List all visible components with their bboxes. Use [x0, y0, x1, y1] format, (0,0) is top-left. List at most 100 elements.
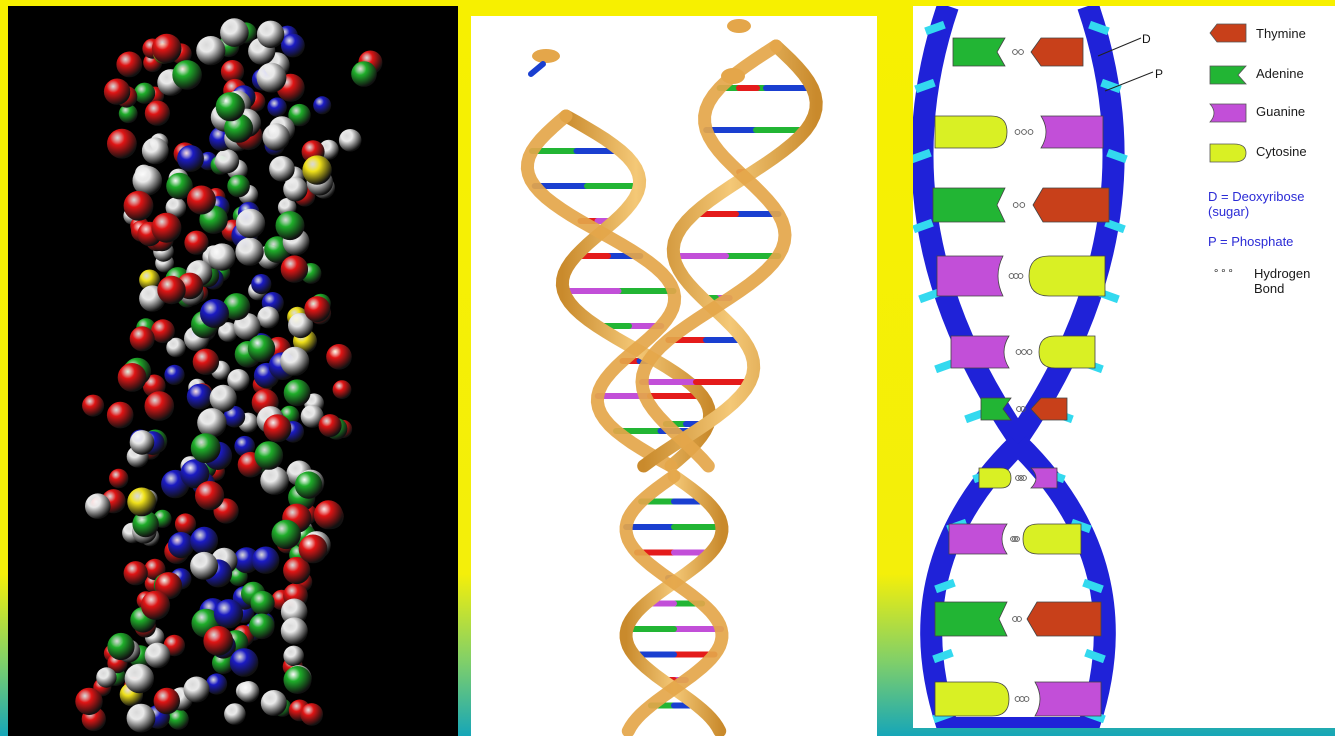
legend-label-thymine: Thymine: [1256, 26, 1306, 41]
atom: [184, 677, 210, 703]
atom: [130, 326, 155, 351]
cytosine-swatch: [1208, 142, 1248, 164]
hydrogen-bond-dot: [1027, 350, 1032, 355]
atom: [333, 380, 352, 399]
atom: [283, 646, 304, 667]
atom: [190, 552, 218, 580]
atom: [263, 414, 291, 442]
atom: [157, 276, 185, 304]
key-phosphate: P = Phosphate: [1208, 234, 1293, 249]
atom: [196, 36, 225, 65]
atom: [313, 96, 331, 114]
hydrogen-bond-dot: [1028, 130, 1033, 135]
atom: [210, 385, 237, 412]
atom: [193, 349, 219, 375]
cytosine-base: [1029, 256, 1105, 296]
atom: [145, 101, 170, 126]
atom: [351, 61, 377, 87]
atom: [257, 63, 287, 93]
atom: [109, 469, 128, 488]
guanine-base: [937, 256, 1003, 296]
atom: [276, 211, 305, 240]
atom: [284, 379, 311, 406]
atom: [300, 703, 323, 726]
thymine-base: [1031, 38, 1083, 66]
atom: [302, 155, 331, 184]
base-pair-ladder-diagram: D P Thymine Adenine Guanine Cytosine: [913, 6, 1335, 728]
atom: [261, 690, 287, 716]
hydrogen-bond-dot: [1013, 203, 1018, 208]
atom: [238, 681, 260, 703]
free-nucleotide: [721, 68, 745, 84]
legend-label-guanine: Guanine: [1256, 104, 1305, 119]
hydrogen-bond-dot: [1020, 203, 1025, 208]
thymine-base: [1033, 188, 1109, 222]
atom: [152, 34, 182, 64]
legend-label-cytosine: Cytosine: [1256, 144, 1307, 159]
space-filling-dna-model: [8, 6, 458, 736]
atom: [134, 83, 155, 104]
atom: [85, 493, 111, 519]
atom: [257, 21, 284, 48]
atom: [260, 466, 289, 495]
atom: [280, 347, 309, 376]
atom: [104, 79, 130, 105]
atom: [172, 60, 202, 90]
atom: [124, 561, 148, 585]
atom: [127, 488, 156, 517]
atom: [227, 175, 250, 198]
atom: [164, 365, 184, 385]
key-deoxyribose-line2: (sugar): [1208, 204, 1249, 219]
atom: [127, 704, 156, 733]
atom: [208, 243, 235, 270]
hydrogen-bond-dot: [1019, 50, 1024, 55]
guanine-base: [949, 524, 1007, 554]
adenine-base: [953, 38, 1005, 66]
atom: [251, 274, 271, 294]
legend-label-adenine: Adenine: [1256, 66, 1304, 81]
atom: [224, 703, 246, 725]
atom: [269, 156, 295, 182]
cytosine-base: [935, 116, 1007, 148]
guanine-base: [1041, 116, 1103, 148]
guanine-base: [951, 336, 1009, 368]
atom: [220, 18, 249, 47]
key-hydrogen-line2: Bond: [1254, 281, 1284, 296]
atom: [116, 52, 142, 78]
hydrogen-bond-dot: [1022, 350, 1027, 355]
free-nucleotide: [727, 19, 751, 33]
thymine-base: [1027, 602, 1101, 636]
hydrogen-bond-dot: [1022, 476, 1027, 481]
replication-illustration: [471, 16, 877, 736]
dna-replication-fork: [471, 16, 877, 736]
atom: [195, 481, 224, 510]
atom: [151, 213, 181, 243]
atom: [191, 433, 221, 463]
atom: [197, 408, 226, 437]
atom: [252, 547, 279, 574]
atom: [248, 335, 275, 362]
atom: [130, 430, 155, 455]
hydrogen-bond-dot: [1016, 350, 1021, 355]
atom: [263, 123, 290, 150]
key-hydrogen-line1: Hydrogen: [1254, 266, 1310, 281]
atom: [118, 363, 147, 392]
free-nucleotide-base: [531, 64, 543, 74]
atom: [142, 138, 169, 165]
atom: [177, 145, 204, 172]
atom: [281, 34, 305, 58]
atom: [75, 688, 102, 715]
atom: [251, 591, 275, 615]
atom: [200, 299, 229, 328]
adenine-base: [933, 188, 1005, 222]
atom: [299, 535, 328, 564]
atom: [326, 344, 352, 370]
atom: [319, 414, 342, 437]
atom: [295, 471, 322, 498]
atom: [190, 527, 218, 555]
deoxyribose-strand-label: D: [1142, 32, 1151, 46]
atom: [283, 177, 307, 201]
atom: [187, 186, 216, 215]
hydrogen-bond-dot: [1015, 130, 1020, 135]
atom: [214, 599, 243, 628]
